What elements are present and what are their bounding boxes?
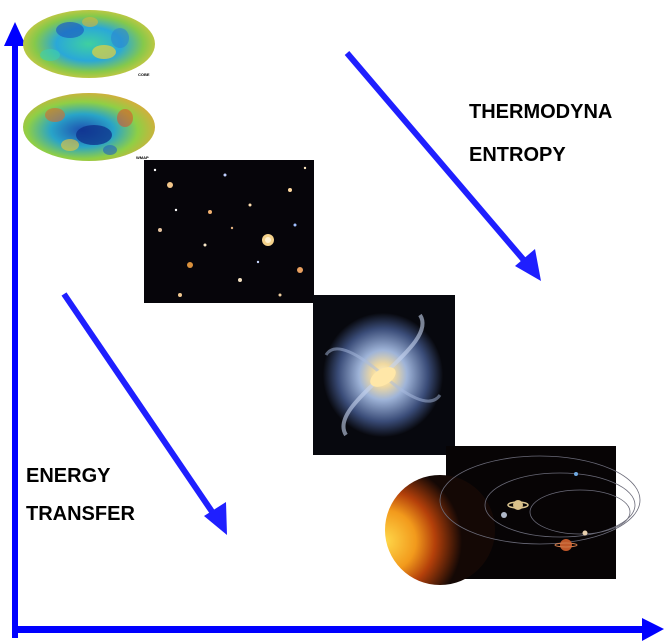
deep-field-galaxies — [144, 160, 314, 303]
wmap-cmb-map — [23, 93, 155, 161]
wmap-map-tag: WMAP — [136, 155, 149, 160]
energy-transfer-arrow — [61, 292, 227, 535]
energy-label-line2: TRANSFER — [26, 503, 135, 525]
spiral-galaxy — [313, 295, 455, 455]
cobe-map-tag: COBE — [138, 72, 150, 77]
energy-label-line1: ENERGY — [26, 465, 111, 487]
thermodynamic-label-line2: ENTROPY — [469, 144, 566, 166]
y-axis — [4, 22, 26, 638]
x-axis — [12, 618, 664, 641]
cobe-cmb-map — [23, 10, 155, 78]
entropy-arrow — [344, 51, 541, 281]
thermodynamic-label-line1: THERMODYNA — [469, 101, 613, 123]
solar-system — [385, 446, 641, 585]
